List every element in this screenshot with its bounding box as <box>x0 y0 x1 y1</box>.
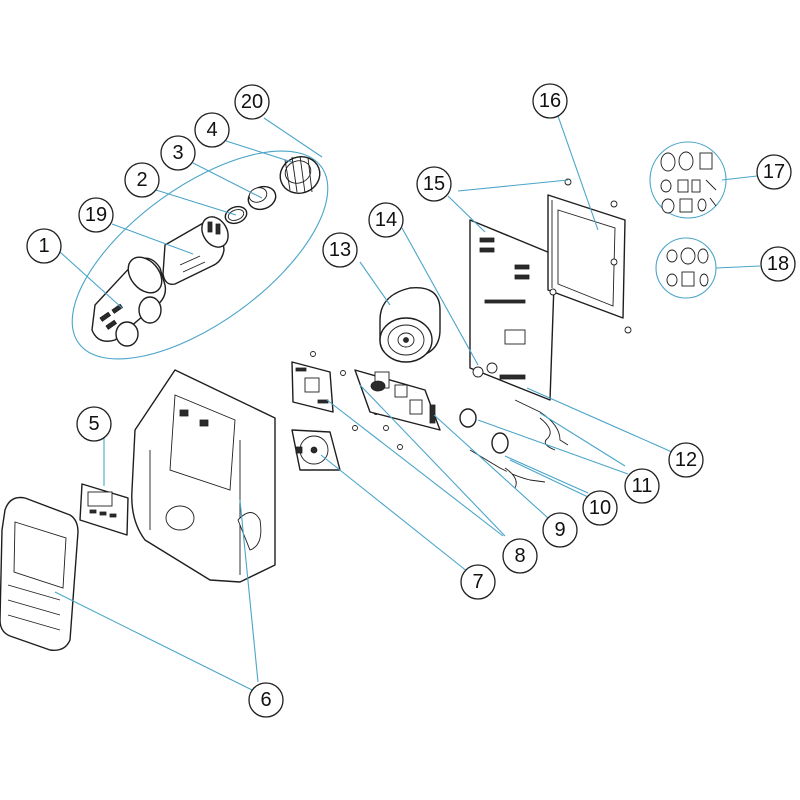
part-16-mounting-bracket <box>547 194 626 319</box>
svg-text:11: 11 <box>632 475 653 497</box>
part-19-electrode <box>162 216 229 285</box>
svg-text:20: 20 <box>241 91 263 113</box>
callout-15: 15 <box>416 166 452 202</box>
svg-text:14: 14 <box>375 209 397 231</box>
callout-20: 20 <box>234 84 270 120</box>
svg-text:6: 6 <box>260 689 271 711</box>
svg-text:12: 12 <box>675 449 697 471</box>
callout-16: 16 <box>532 83 568 119</box>
svg-text:18: 18 <box>767 253 789 275</box>
part-18-kit-contents <box>666 247 709 287</box>
callout-9: 9 <box>542 512 578 548</box>
svg-text:7: 7 <box>472 571 483 593</box>
callout-17: 17 <box>756 154 792 190</box>
part-4-threaded-nut <box>279 155 321 194</box>
svg-text:15: 15 <box>423 173 445 195</box>
svg-text:8: 8 <box>514 545 525 567</box>
callout-6: 6 <box>248 682 284 718</box>
callout-8: 8 <box>502 538 538 574</box>
callout-5: 5 <box>76 406 112 442</box>
part-17-kit-contents <box>660 151 717 214</box>
svg-text:2: 2 <box>136 169 147 191</box>
callout-12: 12 <box>668 442 704 478</box>
cell-assembly-group-outline <box>71 150 329 360</box>
callout-7: 7 <box>460 564 496 600</box>
svg-text:10: 10 <box>589 497 611 519</box>
callout-3: 3 <box>160 135 196 171</box>
callouts: 1 2 3 4 5 6 7 8 9 10 11 12 13 14 15 16 1… <box>26 83 796 718</box>
svg-text:5: 5 <box>88 413 99 435</box>
part-3-cap <box>247 185 277 211</box>
callout-18: 18 <box>760 246 796 282</box>
callout-19: 19 <box>78 197 114 233</box>
svg-text:4: 4 <box>206 119 217 141</box>
callout-1: 1 <box>26 228 62 264</box>
part-6-main-housing <box>131 369 276 583</box>
callout-11: 11 <box>624 468 660 504</box>
part-5-display-panel <box>79 483 129 536</box>
callout-2: 2 <box>124 162 160 198</box>
svg-text:13: 13 <box>329 239 351 261</box>
part-9-power-board <box>354 369 441 431</box>
svg-text:1: 1 <box>38 235 49 257</box>
part-6-front-cover <box>0 496 79 651</box>
svg-text:3: 3 <box>172 142 183 164</box>
svg-text:17: 17 <box>763 161 785 183</box>
callout-4: 4 <box>194 112 230 148</box>
part-13-transformer <box>379 286 441 363</box>
part-8-control-board <box>291 361 334 413</box>
svg-text:19: 19 <box>85 204 107 226</box>
part-10-probe-and-cable <box>469 432 546 489</box>
svg-text:16: 16 <box>539 90 561 112</box>
callout-13: 13 <box>322 232 358 268</box>
leader-lines <box>54 115 761 691</box>
part-15-back-plate <box>469 219 556 401</box>
part-18-kit-outline <box>655 237 717 299</box>
svg-text:9: 9 <box>554 519 565 541</box>
callout-10: 10 <box>582 490 618 526</box>
part-11-sensor-and-cable <box>459 399 569 451</box>
callout-14: 14 <box>368 202 404 238</box>
part-1-cell-body <box>91 256 167 347</box>
